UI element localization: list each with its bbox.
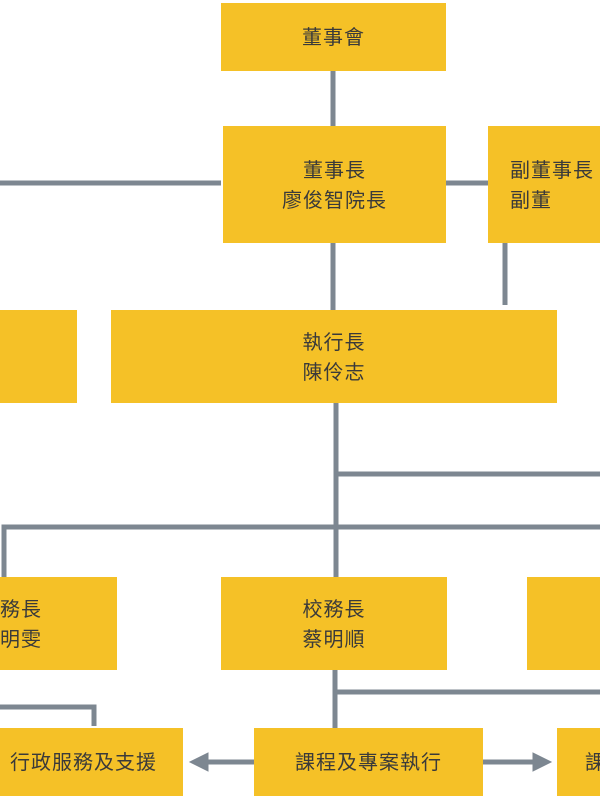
board-line-1: 董事會 — [302, 25, 365, 49]
chairman-line-2: 廖俊智院長 — [282, 187, 387, 212]
vice-chairman-line-2: 副董 — [510, 187, 552, 212]
course-projects-line-1: 課程及專案執行 — [295, 750, 442, 774]
vice-chairman-box: 副董事長副董 — [488, 126, 600, 243]
left-middle-box — [0, 310, 77, 403]
chairman-box: 董事長廖俊智院長 — [223, 126, 446, 243]
right-bottom-box: 課 — [557, 728, 600, 796]
right-bottom-line-1: 課 — [585, 750, 600, 774]
arrow-head-left — [188, 752, 209, 772]
ceo-line-1: 執行長 — [302, 329, 366, 354]
affairs-director-line-1: 務長 — [0, 596, 42, 621]
ceo-box: 執行長陳伶志 — [111, 310, 557, 403]
arrow-head-right — [532, 752, 553, 772]
right-director-box — [527, 577, 600, 670]
board-box: 董事會 — [221, 3, 446, 71]
principal-box: 校務長蔡明順 — [221, 577, 447, 670]
admin-services-line-1: 行政服務及支援 — [10, 750, 157, 774]
ceo-line-2: 陳伶志 — [302, 359, 366, 384]
connector-level-three-bus — [1, 524, 600, 577]
affairs-director-box: 務長明雯 — [0, 577, 117, 670]
principal-line-1: 校務長 — [302, 596, 366, 621]
course-projects-box: 課程及專案執行 — [254, 728, 483, 796]
principal-line-2: 蔡明順 — [302, 626, 366, 651]
chairman-line-1: 董事長 — [303, 157, 366, 182]
admin-services-box: 行政服務及支援 — [0, 728, 183, 796]
vice-chairman-line-1: 副董事長 — [510, 157, 594, 182]
affairs-director-line-2: 明雯 — [0, 626, 42, 651]
connector-admin-up — [0, 704, 97, 726]
